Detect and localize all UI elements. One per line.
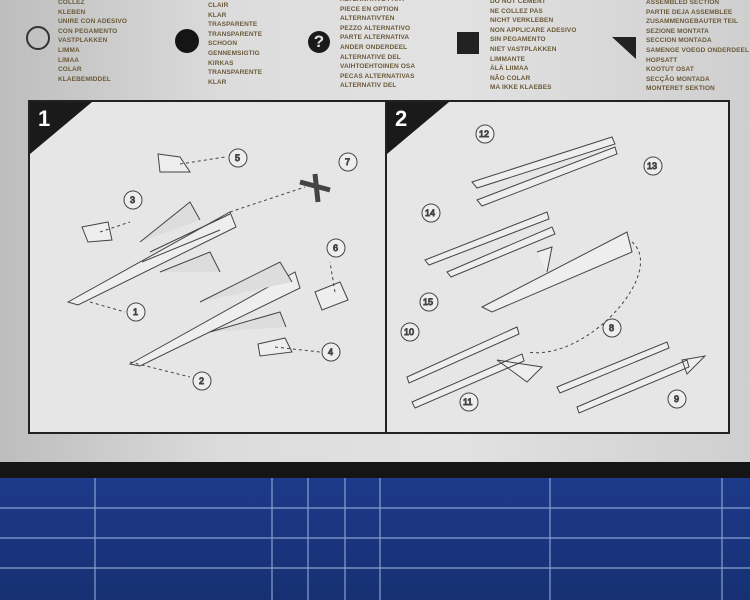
step-number: 1 xyxy=(38,106,51,131)
parts-10-11 xyxy=(406,326,544,409)
legend-text: UNIRE CON ADESIVO xyxy=(58,18,127,26)
triangle-icon xyxy=(612,37,636,59)
legend-text: LIMAA xyxy=(58,56,80,64)
parts-12-13 xyxy=(471,136,618,207)
callout-14: 14 xyxy=(425,208,435,218)
legend-text: HOPSATT xyxy=(646,56,678,64)
callout-6: 6 xyxy=(333,243,338,253)
legend-text: PECAS ALTERNATIVAS xyxy=(340,72,415,80)
parts-8-9 xyxy=(556,341,707,414)
legend-text: TRANSPARENTE xyxy=(208,69,263,77)
part-3-shape xyxy=(81,221,113,243)
step-2-diagram: 8 9 10 11 12 13 14 15 xyxy=(400,124,707,414)
callout-13: 13 xyxy=(647,161,657,171)
legend-text: CLAIR xyxy=(208,2,229,9)
callout-7: 7 xyxy=(345,157,350,167)
legend-text: SCHOON xyxy=(208,40,238,48)
legend-text: NIET VASTPLAKKEN xyxy=(490,45,557,53)
callout-8: 8 xyxy=(609,323,614,333)
callout-1: 1 xyxy=(133,307,138,317)
legend-text: VAIHTOEHTOINEN OSA xyxy=(340,63,416,71)
legend-text: KIRKAS xyxy=(208,59,234,67)
legend-text: ALTERNATIVE PART xyxy=(340,0,415,5)
callout-5: 5 xyxy=(235,153,240,163)
legend-assembled-section: ASSEMBLED SECTION PARTIE DEJA ASSEMBLEE ZU… xyxy=(646,0,749,94)
step-1-panel: 1 1 2 3 4 5 xyxy=(28,100,387,434)
legend-text: COLAR xyxy=(58,66,82,74)
callout-3: 3 xyxy=(130,195,135,205)
legend-text: LIMMANTE xyxy=(490,55,526,63)
legend-text: KLAR xyxy=(208,78,227,86)
legend-text: KLEBEN xyxy=(58,8,86,16)
mat-grid xyxy=(0,478,750,600)
legend-text: VASTPLAKKEN xyxy=(58,37,108,45)
legend-text: SEZIONE MONTATA xyxy=(646,27,709,35)
legend-text: NÃO COLAR xyxy=(490,74,531,82)
step-marker xyxy=(387,102,449,154)
legend-text: KLAR xyxy=(208,11,227,19)
callout-12: 12 xyxy=(479,129,489,139)
legend-text: LIMMA xyxy=(58,46,80,54)
legend-text: TRASPARENTE xyxy=(208,21,258,29)
cutting-mat xyxy=(0,478,750,600)
legend-text: SECCION MONTADA xyxy=(646,37,712,45)
step-1-diagram: 1 2 3 4 5 6 7 xyxy=(66,148,358,391)
filled-circle-icon xyxy=(175,29,199,53)
legend-text: ALTERNATIVE DEL xyxy=(340,53,401,61)
legend-text: SAMENGE VOEGD ONDERDEEL xyxy=(646,46,750,54)
step-marker xyxy=(30,102,92,154)
legend-alternative-part: ALTERNATIVE PARTPIECE EN OPTION ALTERNATI… xyxy=(340,0,415,91)
legend-text: DO NOT CEMENT xyxy=(490,0,546,5)
part-5-shape xyxy=(157,153,191,173)
legend-text: CON PEGAMENTO xyxy=(58,27,118,35)
legend-text: NE COLLEZ PAS xyxy=(490,7,543,15)
legend-text: NON APPLICARE ADESIVO xyxy=(490,26,577,34)
legend-text: NICHT VERKLEBEN xyxy=(490,17,554,25)
question-mark-icon: ? xyxy=(308,31,330,53)
legend-do-not-cement: DO NOT CEMENT NE COLLEZ PAS NICHT VERKLEBE… xyxy=(490,0,577,93)
legend-text: ALTERNATIVTEN xyxy=(340,15,395,23)
callout-9: 9 xyxy=(674,394,679,404)
legend-text: MA IKKE KLAEBES xyxy=(490,84,552,92)
legend-text: PARTE ALTERNATIVA xyxy=(340,34,410,42)
callouts: 8 9 10 11 12 13 14 15 xyxy=(400,124,687,412)
legend-text: SECÇÃO MONTADA xyxy=(646,75,710,83)
legend-text: KOOTUT OSAT xyxy=(646,66,694,74)
parts-14-15 xyxy=(424,211,556,278)
callout-10: 10 xyxy=(404,327,414,337)
step-2-panel: 2 8 9 10 11 12 13 14 15 xyxy=(385,100,730,434)
legend-text: TRANSPARENTE xyxy=(208,30,263,38)
legend-text: ALTERNATIV DEL xyxy=(340,82,397,90)
legend-text: ANDER ONDERDEEL xyxy=(340,43,408,51)
callouts: 1 2 3 4 5 6 7 xyxy=(123,148,358,391)
legend-text: PARTIE DEJA ASSEMBLEE xyxy=(646,8,733,16)
callout-15: 15 xyxy=(423,297,433,307)
fuselage-part-2 xyxy=(128,261,301,367)
callout-2: 2 xyxy=(199,376,204,386)
legend-text: PEZZO ALTERNATIVO xyxy=(340,24,411,32)
open-circle-icon xyxy=(26,26,50,50)
legend-text: SIN PEGAMENTO xyxy=(490,36,546,44)
legend-text: KLAEBEMIDDEL xyxy=(58,75,111,83)
legend-text: ZUSAMMENGEBAUTER TEIL xyxy=(646,18,739,26)
fuselage-part-1 xyxy=(66,201,237,306)
part-7-shape xyxy=(299,173,331,203)
step-number: 2 xyxy=(395,106,408,131)
legend-text: PIECE EN OPTION xyxy=(340,5,399,13)
legend-text: ASSEMBLED SECTION xyxy=(646,0,720,6)
filled-square-icon xyxy=(457,32,479,54)
part-6-shape xyxy=(314,281,349,311)
callout-11: 11 xyxy=(463,397,472,407)
legend-text: ÄLÄ LIIMAA xyxy=(490,65,529,73)
paper-edge-shadow xyxy=(0,462,750,480)
callout-4: 4 xyxy=(328,347,333,357)
legend-text: COLLEZ xyxy=(58,0,85,6)
assembled-fuselage xyxy=(480,231,633,313)
legend-text: GENNEMSIGTIG xyxy=(208,49,260,57)
legend-text: MONTERET SEKTION xyxy=(646,85,715,93)
